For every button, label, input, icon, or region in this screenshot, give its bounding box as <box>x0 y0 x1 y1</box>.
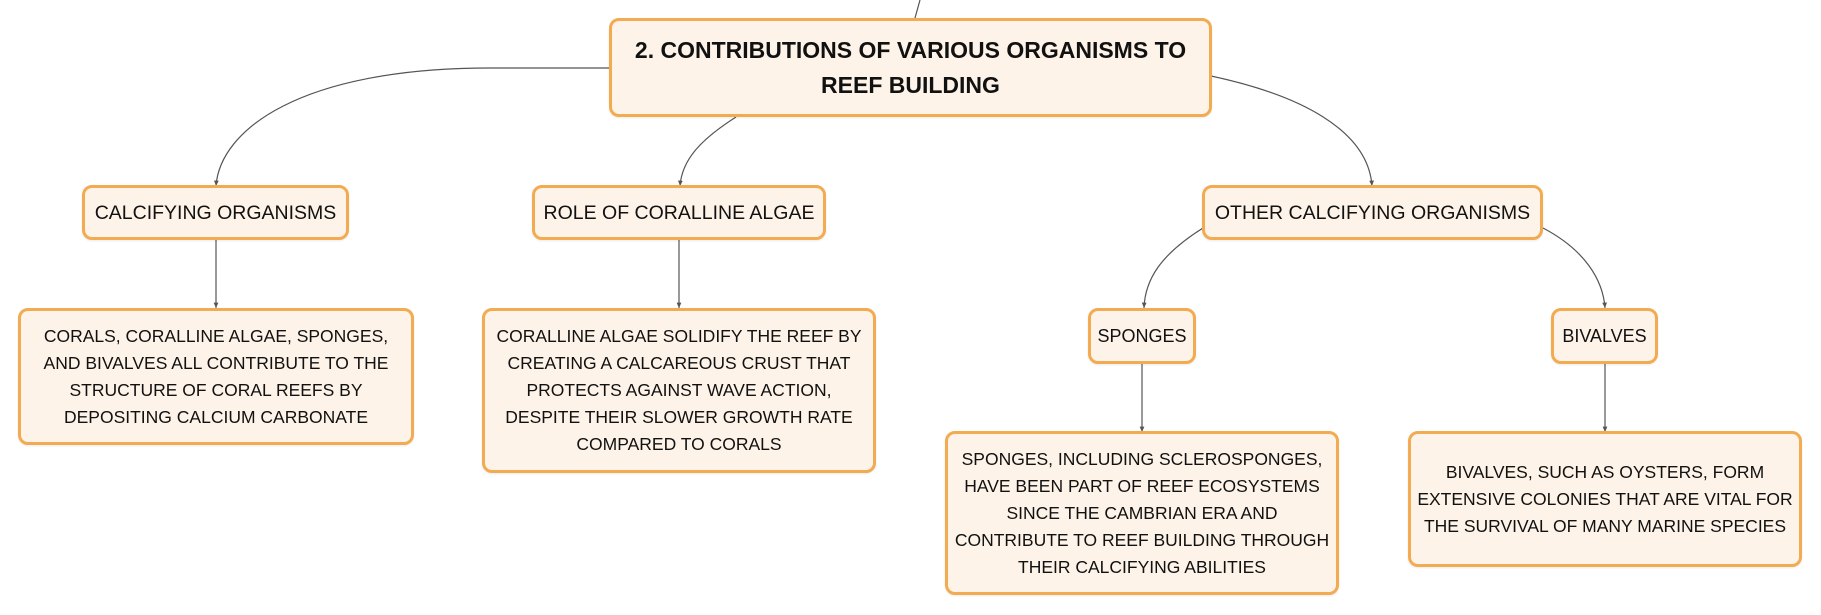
detail-sponges-text: SPONGES, INCLUDING SCLEROSPONGES, HAVE B… <box>954 448 1330 577</box>
node-sponges[interactable]: SPONGES <box>1088 308 1196 364</box>
node-other-calcifying-organisms[interactable]: OTHER CALCIFYING ORGANISMS <box>1202 185 1543 240</box>
edge-root-other <box>1210 75 1375 187</box>
detail-role-of-coralline-algae[interactable]: CORALLINE ALGAE SOLIDIFY THE REEF BY CRE… <box>482 308 876 473</box>
node-role-of-coralline-algae[interactable]: ROLE OF CORALLINE ALGAE <box>532 185 826 240</box>
detail-bivalves-text: BIVALVES, SUCH AS OYSTERS, FORM EXTENSIV… <box>1417 461 1793 536</box>
edge-root-coralline <box>678 116 737 187</box>
detail-calcifying-organisms-text: CORALS, CORALLINE ALGAE, SPONGES, AND BI… <box>43 325 389 427</box>
root-node[interactable]: 2. CONTRIBUTIONS OF VARIOUS ORGANISMS TO… <box>609 18 1212 117</box>
edge-other-bivalves <box>1542 227 1608 309</box>
detail-calcifying-organisms[interactable]: CORALS, CORALLINE ALGAE, SPONGES, AND BI… <box>18 308 414 445</box>
detail-sponges[interactable]: SPONGES, INCLUDING SCLEROSPONGES, HAVE B… <box>945 431 1339 595</box>
detail-role-of-coralline-algae-text: CORALLINE ALGAE SOLIDIFY THE REEF BY CRE… <box>496 326 862 454</box>
node-calcifying-organisms-label: CALCIFYING ORGANISMS <box>94 201 337 224</box>
node-bivalves[interactable]: BIVALVES <box>1551 308 1658 364</box>
node-calcifying-organisms[interactable]: CALCIFYING ORGANISMS <box>82 185 349 240</box>
node-role-of-coralline-algae-label: ROLE OF CORALLINE ALGAE <box>543 201 815 224</box>
node-other-calcifying-organisms-label: OTHER CALCIFYING ORGANISMS <box>1214 201 1531 224</box>
parent-connector <box>914 0 921 19</box>
root-label: 2. CONTRIBUTIONS OF VARIOUS ORGANISMS TO… <box>634 36 1187 98</box>
node-sponges-label: SPONGES <box>1097 326 1187 346</box>
edge-root-calcifying <box>213 67 610 187</box>
detail-bivalves[interactable]: BIVALVES, SUCH AS OYSTERS, FORM EXTENSIV… <box>1408 431 1802 567</box>
node-bivalves-label: BIVALVES <box>1562 326 1647 346</box>
edge-other-sponges <box>1141 227 1204 309</box>
